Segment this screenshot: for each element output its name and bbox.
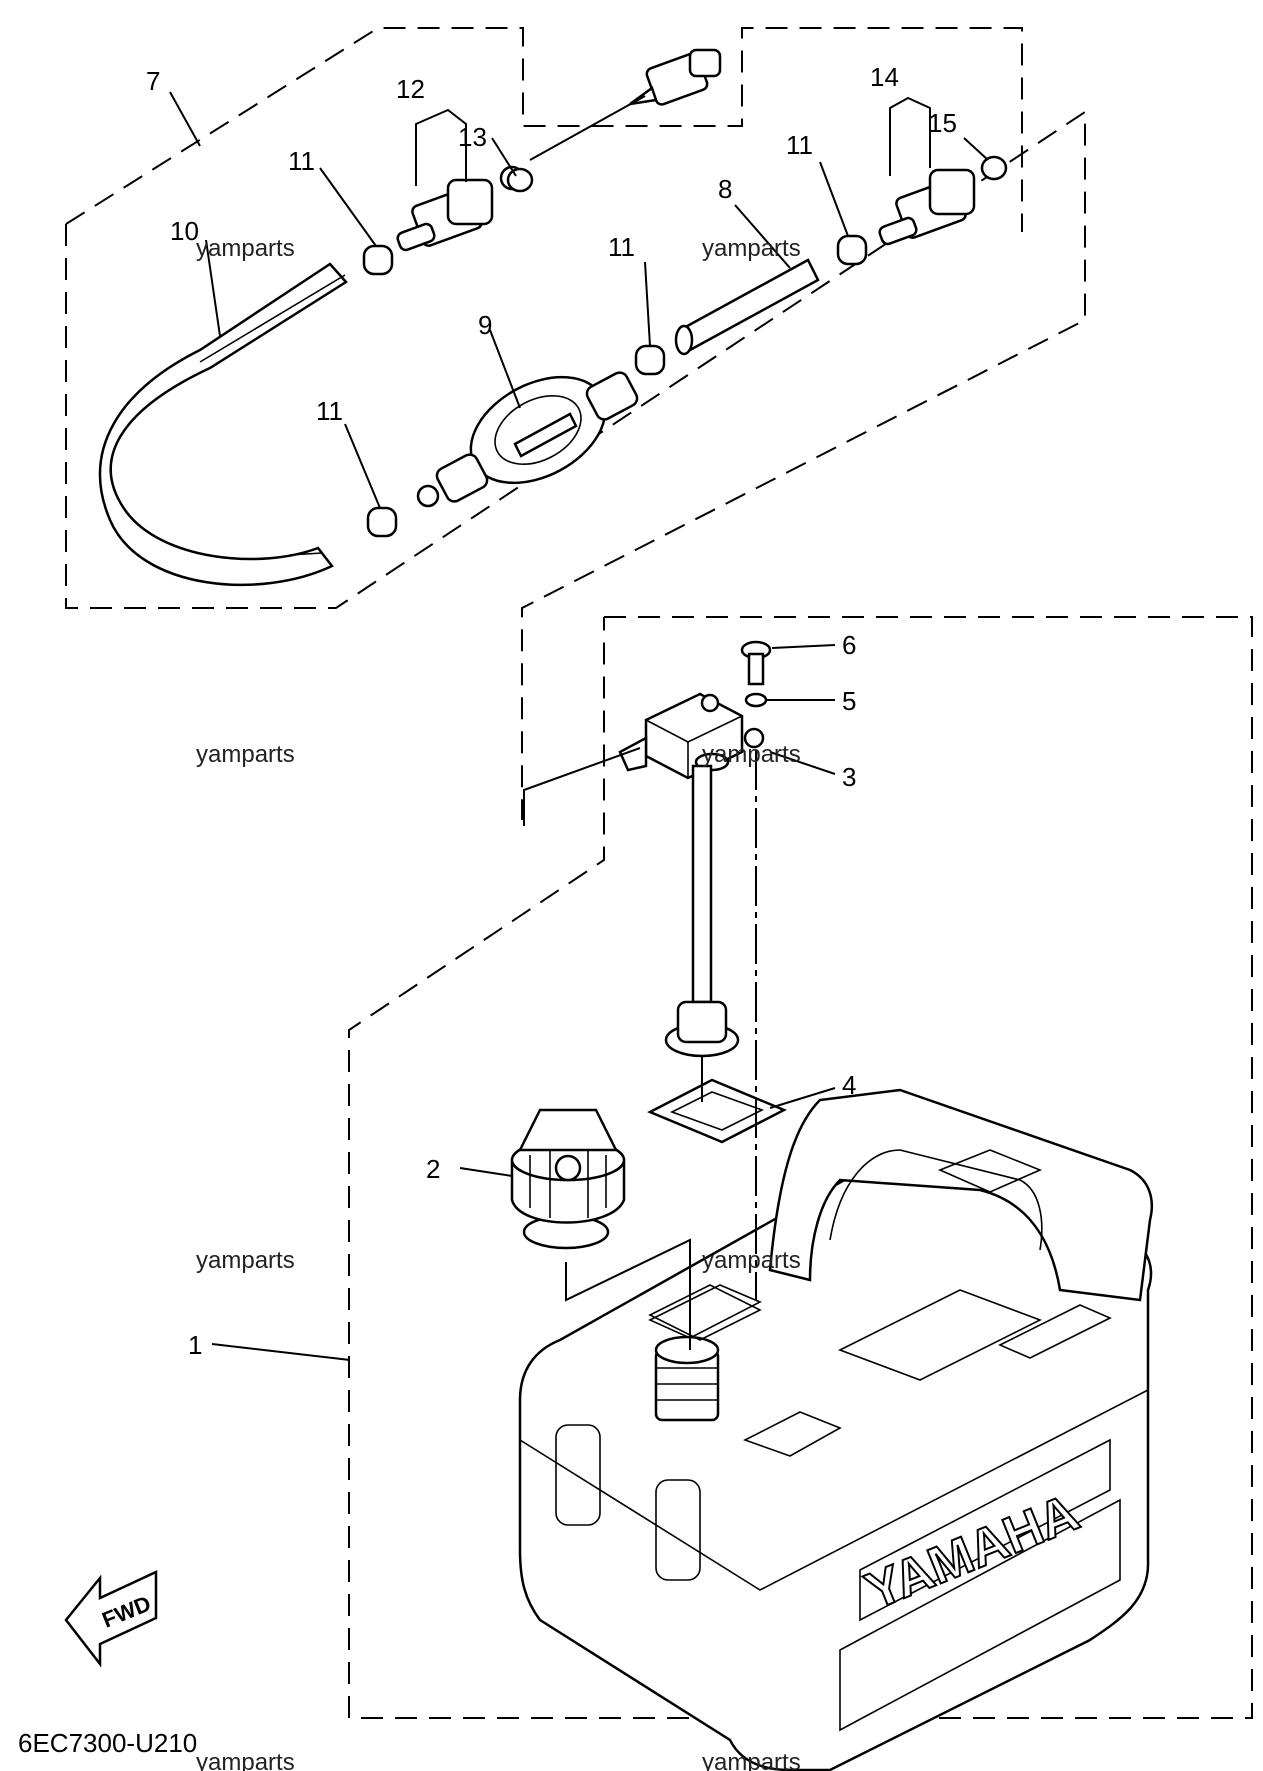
watermark: yamparts [702,235,801,262]
callout-11-bulb-outlet: 11 [608,232,635,262]
callout-15: 15 [928,108,957,138]
watermark: yamparts [702,1247,801,1274]
drawing-code: 6EC7300-U210 [18,1728,197,1758]
screw-icon [740,640,772,686]
watermark: yamparts [702,1749,801,1771]
gasket-icon [647,1078,787,1144]
callout-1: 1 [188,1330,202,1360]
fuel-tank-icon: YAMAHA [518,1088,1154,1771]
watermark: yamparts [196,741,295,768]
washer-icon [744,692,768,708]
callout-11-hose-end: 11 [288,146,315,176]
watermark: yamparts [196,1749,295,1771]
hose-assembly-boundary [65,27,1086,820]
tank-assembly-boundary [348,616,1253,1719]
leader-lines [169,91,989,1361]
callout-8: 8 [718,174,732,204]
hose-clamp-icon [362,234,868,538]
forward-direction-arrow-icon: FWD [64,1570,158,1668]
primer-bulb-icon [416,371,639,508]
watermark: yamparts [196,235,295,262]
callout-4: 4 [842,1070,856,1100]
tank-cap-icon [510,1108,626,1250]
callout-13: 13 [458,122,487,152]
callout-2: 2 [426,1154,440,1184]
watermark: yamparts [196,1247,295,1274]
callout-7: 7 [146,66,160,96]
callout-14: 14 [870,62,899,92]
callout-11-bulb-inlet: 11 [316,396,343,426]
callout-numbers: 1 2 3 4 5 6 7 8 9 10 11 11 11 11 12 13 1… [146,62,957,1360]
watermark: yamparts [702,741,801,768]
watermarks: yamparts yamparts yamparts yamparts yamp… [196,235,801,1771]
callout-11-tank-end: 11 [786,130,813,160]
callout-9: 9 [478,310,492,340]
callout-5: 5 [842,686,856,716]
routing-lines [523,95,757,1350]
tank-side-connector-icon [878,155,1008,246]
callout-6: 6 [842,630,856,660]
callout-12: 12 [396,74,425,104]
callout-10: 10 [170,216,199,246]
callout-3: 3 [842,762,856,792]
fuel-hose [98,258,820,587]
